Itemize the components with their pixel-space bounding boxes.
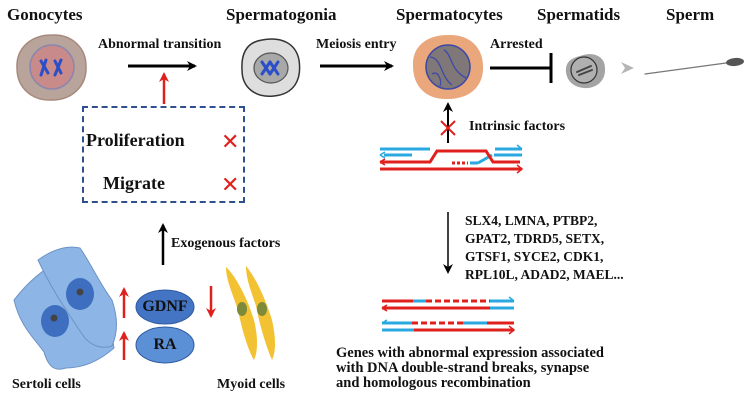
spermatid-cell <box>565 54 606 89</box>
chromosome-icon <box>39 58 63 77</box>
stage-label-spermatogonia: Spermatogonia <box>226 5 337 24</box>
x-mark-icon: ✕ <box>221 173 240 198</box>
dna-recombination-bottom <box>381 296 516 335</box>
exogenous-factors-label: Exogenous factors <box>171 236 281 251</box>
ra-oval <box>135 326 195 364</box>
sperm-cell <box>644 57 744 75</box>
sertoli-cells <box>13 246 117 370</box>
gene-list: SLX4, LMNA, PTBP2, GPAT2, TDRD5, SETX, G… <box>465 212 624 284</box>
proliferation-label: Proliferation <box>86 130 185 150</box>
stage-label-sperm: Sperm <box>666 5 715 24</box>
intrinsic-factors-label: Intrinsic factors <box>469 119 566 134</box>
sertoli-cells-label: Sertoli cells <box>12 377 81 392</box>
spermatocyte-cell <box>412 34 484 100</box>
chevron-right-icon <box>621 62 634 74</box>
migrate-label: Migrate <box>103 173 165 193</box>
stage-label-spermatids: Spermatids <box>537 5 621 24</box>
gdnf-oval <box>135 289 195 325</box>
myoid-cells <box>226 266 275 360</box>
spermatogonia-cell <box>241 38 301 97</box>
caption: Genes with abnormal expression associate… <box>336 346 636 391</box>
abnormal-transition-label: Abnormal transition <box>98 37 222 52</box>
gene-list-line: SLX4, LMNA, PTBP2, <box>465 213 598 228</box>
chromosome-icon <box>260 60 280 76</box>
stage-label-spermatocytes: Spermatocytes <box>396 5 503 24</box>
gonocyte-cell <box>16 34 87 101</box>
meiosis-entry-label: Meiosis entry <box>316 37 397 52</box>
dna-recombination-top <box>379 144 524 174</box>
affected-processes-box <box>82 106 245 203</box>
x-mark-icon: ✕ <box>221 130 240 155</box>
x-mark-icon <box>440 120 456 136</box>
caption-line: Genes with abnormal expression associate… <box>336 345 604 361</box>
stage-label-gonocytes: Gonocytes <box>7 5 83 24</box>
ra-label: RA <box>153 336 177 353</box>
arrested-label: Arrested <box>490 37 543 52</box>
myoid-cells-label: Myoid cells <box>217 377 286 392</box>
gene-list-line: RPL10L, ADAD2, MAEL... <box>465 267 624 282</box>
caption-line: and homologous recombination <box>336 375 531 391</box>
gene-list-line: GTSF1, SYCE2, CDK1, <box>465 249 604 264</box>
arrested-inhibitor <box>490 53 553 83</box>
caption-line: with DNA double-strand breaks, synapse <box>336 360 590 376</box>
gene-list-line: GPAT2, TDRD5, SETX, <box>465 231 605 246</box>
gdnf-label: GDNF <box>142 298 188 315</box>
